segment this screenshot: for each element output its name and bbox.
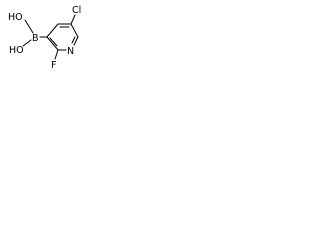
bond-c2-f [54, 49, 59, 60]
bond-c2-c3 [46, 36, 59, 51]
chemical-structure: HO B HO Cl N F [8, 5, 81, 71]
atom-label-chlorine: Cl [72, 5, 81, 16]
bond-c6-n1-double [71, 36, 76, 44]
bonds [22, 14, 79, 60]
bond-b-oh-bottom [22, 39, 32, 47]
atom-label-boron: B [32, 33, 39, 44]
bond-c5-cl [70, 14, 76, 25]
bond-c5-c6 [70, 23, 79, 38]
bond-c3-c4 [46, 23, 59, 38]
atom-label-nitrogen: N [67, 46, 74, 57]
atom-label-hydroxyl-top: HO [8, 12, 23, 23]
structure-canvas: HO B HO Cl N F [0, 0, 96, 82]
atom-labels: HO B HO Cl N F [8, 5, 81, 71]
bond-c2-c3-double [49, 37, 58, 47]
bond-c6-n1 [73, 36, 79, 46]
atom-label-hydroxyl-bottom: HO [9, 45, 24, 56]
bond-b-oh-top [24, 19, 34, 34]
atom-label-fluorine: F [51, 60, 56, 71]
